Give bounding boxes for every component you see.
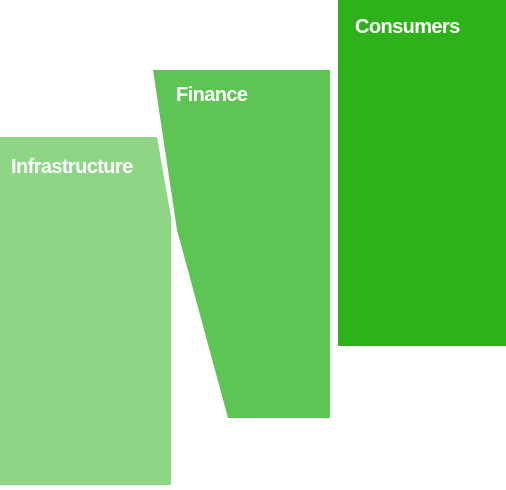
finance-label: Finance [176, 84, 248, 106]
infrastructure-label: Infrastructure [11, 156, 133, 178]
finance-panel [153, 70, 330, 418]
infrastructure-panel [0, 137, 171, 485]
consumers-panel [338, 0, 506, 346]
consumers-label: Consumers [355, 16, 460, 38]
